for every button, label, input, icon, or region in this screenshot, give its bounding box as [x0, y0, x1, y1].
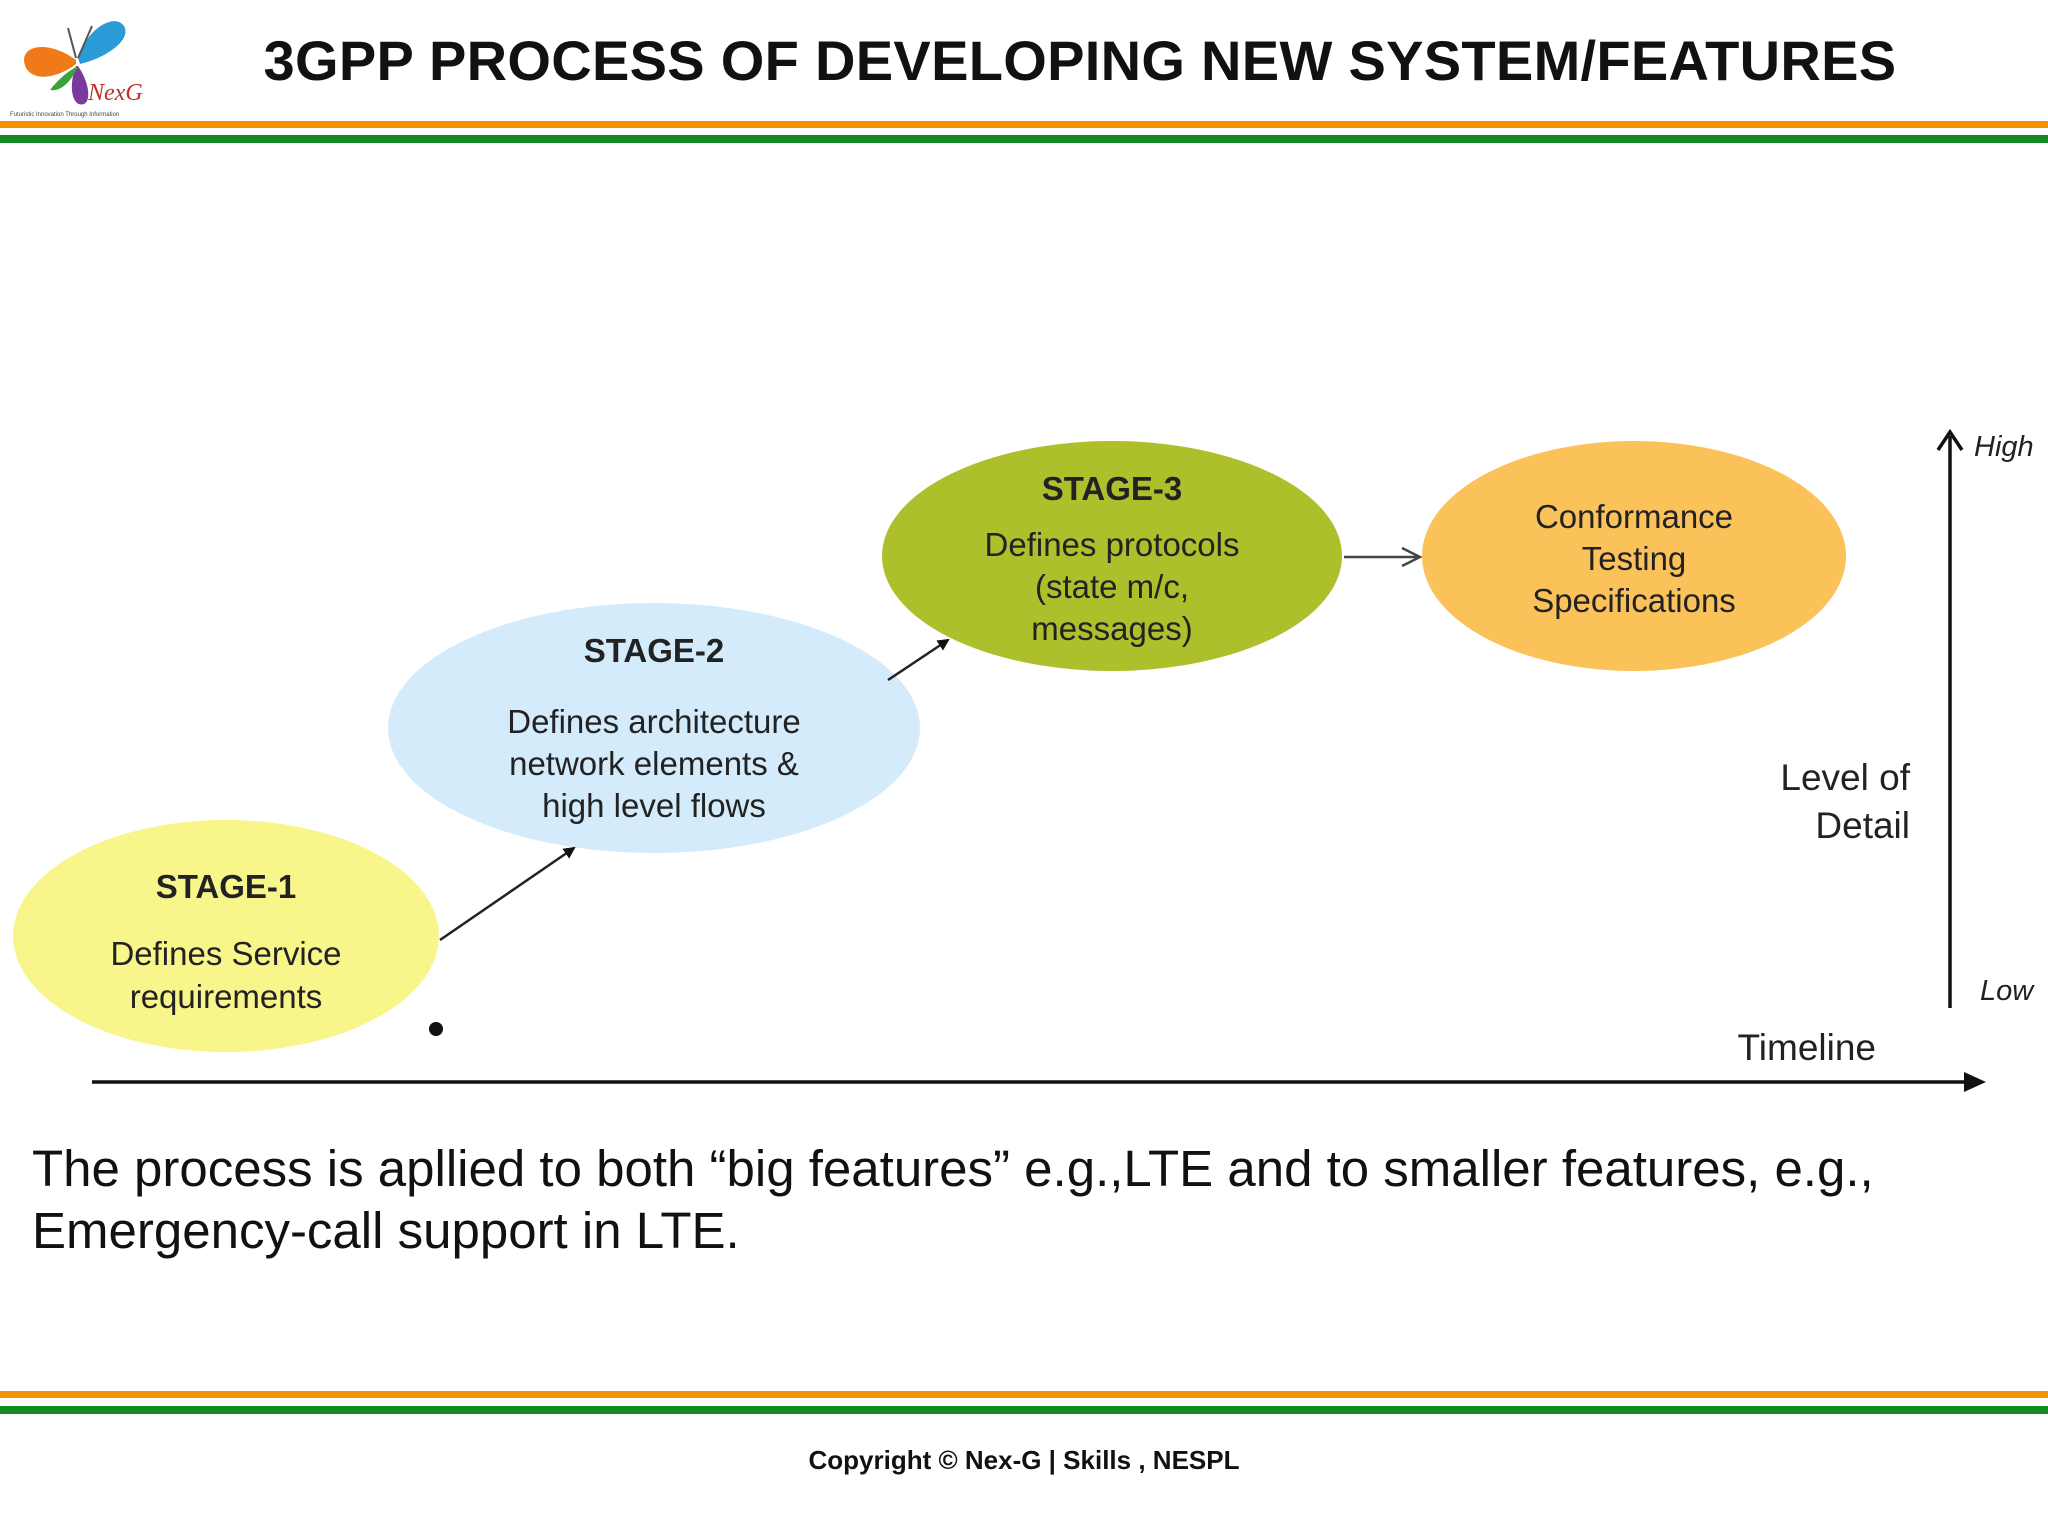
timeline-arrowhead — [1964, 1072, 1986, 1092]
description-line-1: The process is apllied to both “big feat… — [32, 1140, 1874, 1197]
stage-2-heading: STAGE-2 — [584, 632, 725, 669]
stage-2-line-2: network elements & — [509, 745, 799, 782]
header-divider-orange — [0, 121, 2048, 128]
butterfly-wing-blue — [78, 21, 126, 64]
stage-2-line-1: Defines architecture — [507, 703, 800, 740]
origin-dot — [429, 1022, 443, 1036]
description-text: The process is apllied to both “big feat… — [32, 1138, 1992, 1262]
logo-text: NexG — [87, 80, 143, 106]
butterfly-wing-orange — [24, 46, 76, 77]
conformance-line-3: Specifications — [1532, 582, 1736, 619]
butterfly-wing-green — [50, 66, 78, 91]
axis-high-label: High — [1974, 431, 2034, 463]
timeline-label: Timeline — [1738, 1027, 1876, 1068]
butterfly-wing-purple — [71, 66, 89, 105]
footer-divider-orange — [0, 1391, 2048, 1398]
footer-divider-green — [0, 1406, 2048, 1414]
level-of-detail-label-line-2: Detail — [1815, 805, 1910, 846]
stage-1-bubble — [13, 820, 439, 1052]
nexg-logo: NexG Futuristic Innovation Through Infor… — [10, 21, 143, 118]
stage-1-line-2: requirements — [130, 978, 323, 1015]
conformance-line-2: Testing — [1582, 540, 1687, 577]
stage-3-line-3: messages) — [1031, 610, 1192, 647]
stage-2-bubble — [388, 603, 920, 853]
axis-low-label: Low — [1980, 975, 2035, 1007]
stage-1-line-1: Defines Service — [110, 935, 341, 972]
header-divider-green — [0, 135, 2048, 143]
description-line-2: Emergency-call support in LTE. — [32, 1202, 740, 1259]
conformance-line-1: Conformance — [1535, 498, 1733, 535]
conformance-bubble — [1422, 441, 1846, 671]
stage-3-line-1: Defines protocols — [985, 526, 1240, 563]
stage-1-heading: STAGE-1 — [156, 868, 297, 905]
level-of-detail-label-line-1: Level of — [1780, 757, 1910, 798]
stage-3-bubble — [882, 441, 1342, 671]
stage-2-line-3: high level flows — [542, 787, 766, 824]
logo-tagline: Futuristic Innovation Through Informatio… — [10, 112, 119, 118]
arrow-stage2-to-stage3 — [887, 638, 950, 682]
stage-3-heading: STAGE-3 — [1042, 470, 1183, 507]
page-title: 3GPP PROCESS OF DEVELOPING NEW SYSTEM/FE… — [263, 29, 1897, 92]
level-axis-arrowhead — [1936, 428, 1964, 451]
stage-3-line-2: (state m/c, — [1035, 568, 1189, 605]
copyright-footer: Copyright © Nex-G | Skills , NESPL — [808, 1445, 1240, 1475]
arrow-stage1-to-stage2 — [439, 846, 576, 942]
